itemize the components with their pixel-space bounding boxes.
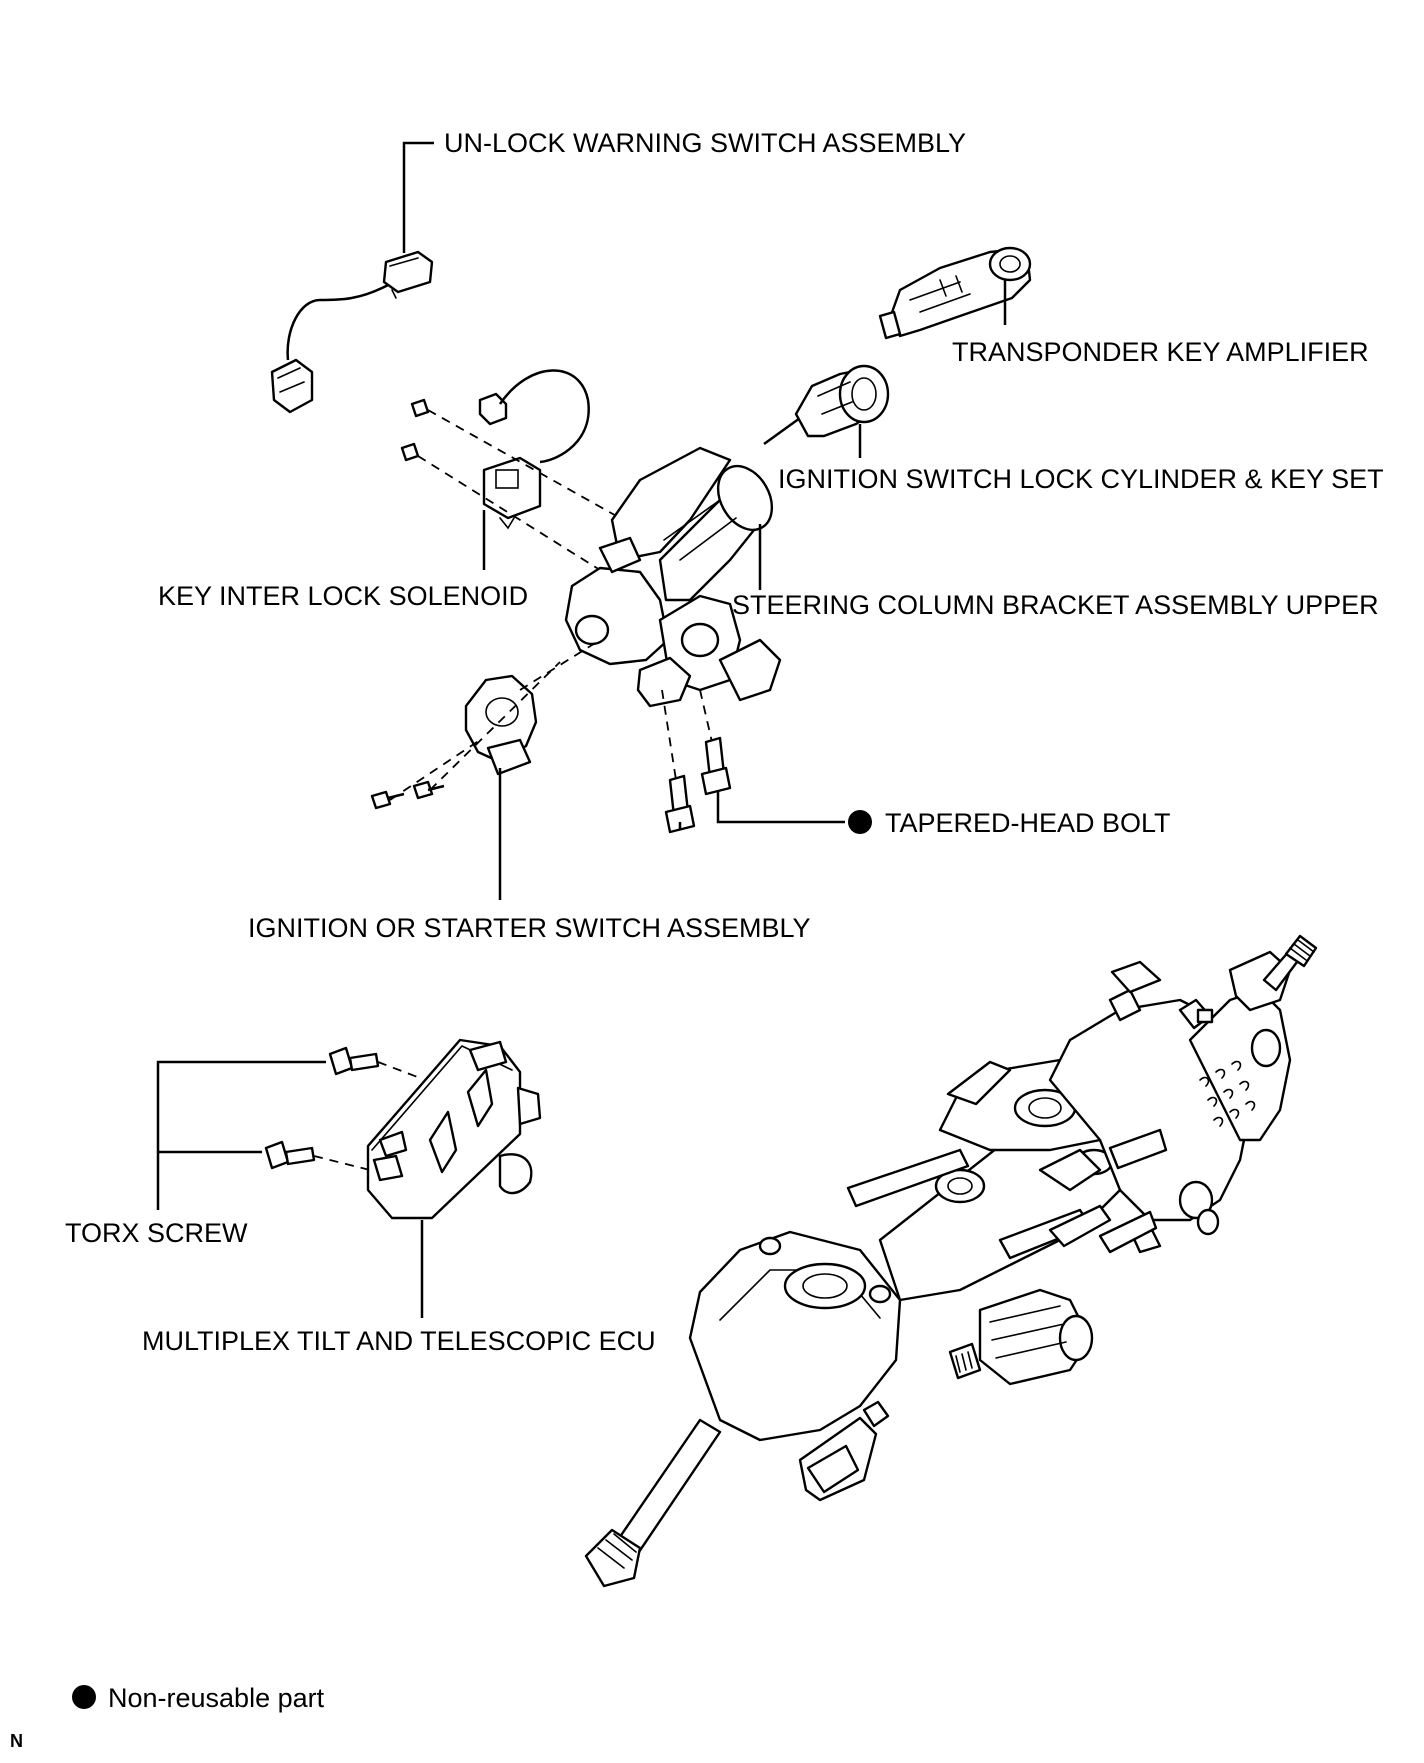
steering-column-assembly-part bbox=[584, 934, 1318, 1588]
torx-leader bbox=[156, 1060, 326, 1210]
torx-dash-1 bbox=[377, 1061, 421, 1079]
solenoid-screw-dash-1 bbox=[427, 409, 621, 519]
ignition-lock-cylinder-part bbox=[763, 364, 890, 446]
corner-code: N bbox=[10, 1731, 23, 1751]
ignition-starter-switch-part bbox=[370, 674, 538, 810]
switch-screw-dash-2 bbox=[429, 661, 561, 791]
transponder-key-amplifier-part bbox=[878, 246, 1032, 340]
ignition-starter-switch-label: IGNITION OR STARTER SWITCH ASSEMBLY bbox=[248, 913, 811, 943]
tapered-head-bolt-label: TAPERED-HEAD BOLT bbox=[885, 808, 1171, 838]
torx-screws-part bbox=[264, 1046, 380, 1170]
unlock-warning-switch-label: UN-LOCK WARNING SWITCH ASSEMBLY bbox=[444, 128, 966, 158]
torx-screw-label: TORX SCREW bbox=[65, 1218, 248, 1248]
ignition-lock-cylinder-label: IGNITION SWITCH LOCK CYLINDER & KEY SET bbox=[778, 464, 1384, 494]
key-interlock-solenoid-label: KEY INTER LOCK SOLENOID bbox=[158, 581, 528, 611]
tilt-telescopic-ecu-part bbox=[366, 1038, 542, 1220]
key-interlock-solenoid-part bbox=[400, 369, 590, 530]
solenoid-screw-dash-2 bbox=[417, 455, 601, 571]
transponder-key-amplifier-label: TRANSPONDER KEY AMPLIFIER bbox=[952, 337, 1369, 367]
steering-column-bracket-label: STEERING COLUMN BRACKET ASSEMBLY UPPER bbox=[732, 590, 1379, 620]
tilt-telescopic-ecu-label: MULTIPLEX TILT AND TELESCOPIC ECU bbox=[142, 1326, 656, 1356]
legend-bullet bbox=[72, 1685, 96, 1709]
steering-column-bracket-part bbox=[564, 446, 782, 708]
tapered-bolt-bullet bbox=[848, 810, 872, 834]
tapered-bolt-leader bbox=[678, 790, 845, 830]
legend-non-reusable-label: Non-reusable part bbox=[108, 1683, 325, 1713]
switch-screw-dash-3 bbox=[519, 639, 601, 691]
unlock-switch-leader bbox=[402, 141, 434, 253]
unlock-warning-switch-part bbox=[270, 250, 434, 414]
tapered-head-bolts-part bbox=[661, 689, 732, 834]
switch-screw-dash-1 bbox=[389, 739, 481, 801]
